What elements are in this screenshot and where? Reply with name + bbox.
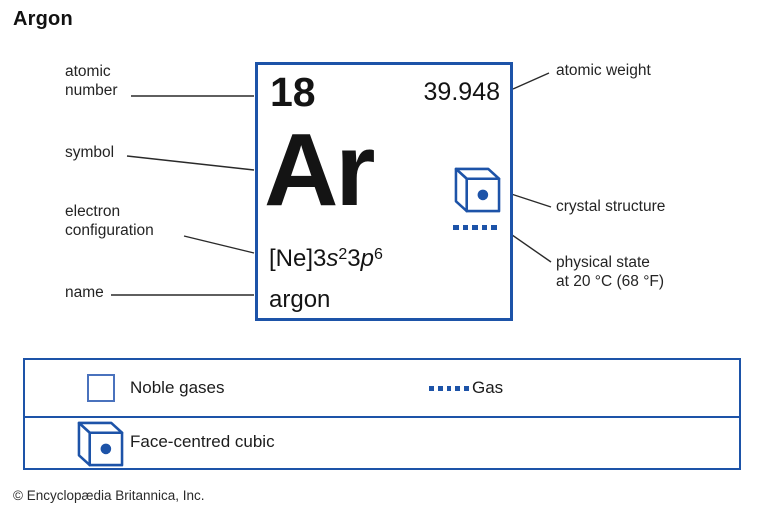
page-title: Argon — [13, 8, 73, 30]
ec-mid: 3 — [347, 245, 361, 272]
line-symbol — [126, 155, 255, 171]
legend: Noble gases Gas Face-centred cubic — [23, 358, 741, 470]
label-symbol: symbol — [65, 144, 115, 161]
gas-dashes-icon — [429, 386, 469, 391]
noble-gases-swatch-icon — [87, 374, 115, 402]
legend-fcc-label: Face-centred cubic — [130, 432, 275, 451]
ec-s-orbital: s — [326, 245, 339, 272]
label-physical-state: physical state at 20 °C (68 °F) — [556, 254, 665, 290]
legend-divider — [25, 416, 739, 418]
atomic-weight-value: 39.948 — [423, 78, 500, 106]
electron-configuration-value: [Ne]3s23p6 — [269, 245, 383, 273]
atomic-number-value: 18 — [270, 69, 316, 115]
line-electron-configuration — [183, 235, 255, 254]
legend-noble-gases-label: Noble gases — [130, 378, 225, 397]
label-electron-configuration: electron configuration — [65, 203, 154, 239]
label-crystal-structure: crystal structure — [556, 198, 666, 215]
legend-gas-label: Gas — [472, 378, 504, 397]
face-centred-cubic-icon — [454, 167, 501, 214]
line-atomic-weight — [512, 72, 550, 90]
element-symbol: Ar — [264, 112, 375, 227]
ec-p-superscript: 6 — [374, 246, 383, 263]
ec-prefix: [Ne]3 — [269, 245, 327, 272]
copyright-notice: © Encyclopædia Britannica, Inc. — [13, 488, 205, 503]
label-atomic-weight: atomic weight — [556, 62, 651, 79]
element-card: 18 39.948 Ar [Ne]3s23p6 argon — [255, 62, 513, 321]
gas-state-dashes-icon — [453, 225, 497, 230]
face-centred-cubic-legend-icon — [77, 421, 124, 468]
ec-p-orbital: p — [360, 245, 374, 272]
label-name: name — [65, 284, 104, 301]
ec-s-superscript: 2 — [338, 246, 348, 263]
label-atomic-number: atomic number — [65, 63, 118, 99]
element-name-value: argon — [269, 286, 331, 313]
